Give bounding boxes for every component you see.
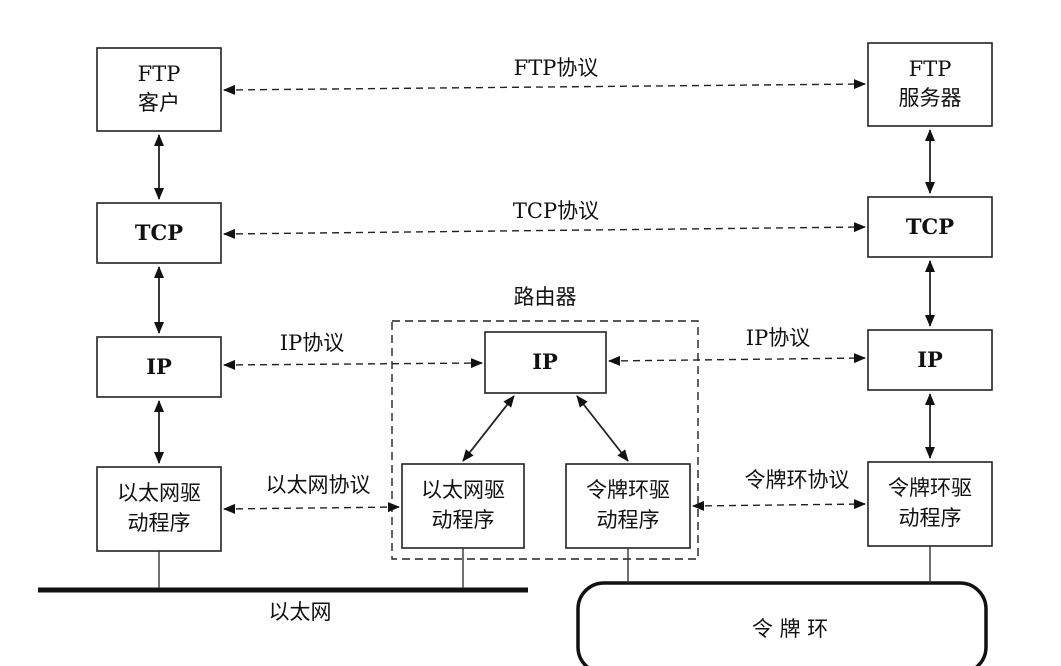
token-ring-protocol-label: 令牌环协议 <box>745 468 850 492</box>
ftp-client-line2: 客户 <box>138 91 180 115</box>
eth-driver-left-line2: 动程序 <box>128 511 191 535</box>
tcp-left-label: TCP <box>135 220 183 245</box>
ip-left-box <box>96 336 222 398</box>
ftp-server-box <box>867 42 993 127</box>
eth-driver-router-line2: 动程序 <box>432 508 495 532</box>
arrow-ethernet-protocol <box>223 502 400 514</box>
token-ring-driver-right-line1: 令牌环驱 <box>888 476 972 500</box>
arrow-router-ip-tr <box>576 395 629 462</box>
ip-router-box <box>484 331 607 394</box>
tcp-right-box <box>867 196 993 258</box>
ip-router-label: IP <box>532 349 558 374</box>
token-ring-driver-router-line1: 令牌环驱 <box>586 478 670 502</box>
arrow-router-ip-eth <box>462 395 515 462</box>
ip-protocol-left-label: IP协议 <box>280 331 344 355</box>
tcp-left-box <box>96 202 222 264</box>
arrow-token-ring-protocol <box>692 499 866 511</box>
router-label: 路由器 <box>514 285 577 309</box>
arrow-tcp-protocol <box>223 222 866 239</box>
ethernet-label: 以太网 <box>269 600 332 624</box>
ip-right-box <box>867 329 993 391</box>
router-frame <box>391 320 699 560</box>
arrow-ip-protocol-left <box>223 358 483 370</box>
ethernet-protocol-label: 以太网协议 <box>266 473 371 497</box>
eth-driver-router-box <box>401 463 525 549</box>
arrow-ip-protocol-right <box>608 353 866 366</box>
tcp-right-label: TCP <box>906 214 954 239</box>
ftp-client-box <box>96 47 222 132</box>
ip-left-label: IP <box>146 354 172 379</box>
ftp-protocol-label: FTP协议 <box>514 56 599 80</box>
arrow-ftp-protocol <box>223 79 866 95</box>
token-ring <box>576 581 988 666</box>
token-ring-label: 令 牌 环 <box>752 617 828 641</box>
eth-driver-left-box <box>96 466 222 552</box>
eth-driver-left-line1: 以太网驱 <box>117 481 201 505</box>
ftp-client-line1: FTP <box>138 62 181 86</box>
ftp-server-line1: FTP <box>909 57 952 81</box>
token-ring-driver-router-line2: 动程序 <box>597 508 660 532</box>
ip-protocol-right-label: IP协议 <box>746 326 810 350</box>
tcp-protocol-label: TCP协议 <box>513 199 599 223</box>
token-ring-driver-right-box <box>867 461 993 547</box>
ftp-server-line2: 服务器 <box>899 86 962 110</box>
token-ring-driver-right-line2: 动程序 <box>899 506 962 530</box>
token-ring-driver-router-box <box>565 463 691 549</box>
ip-right-label: IP <box>917 347 943 372</box>
eth-driver-router-line1: 以太网驱 <box>421 478 505 502</box>
